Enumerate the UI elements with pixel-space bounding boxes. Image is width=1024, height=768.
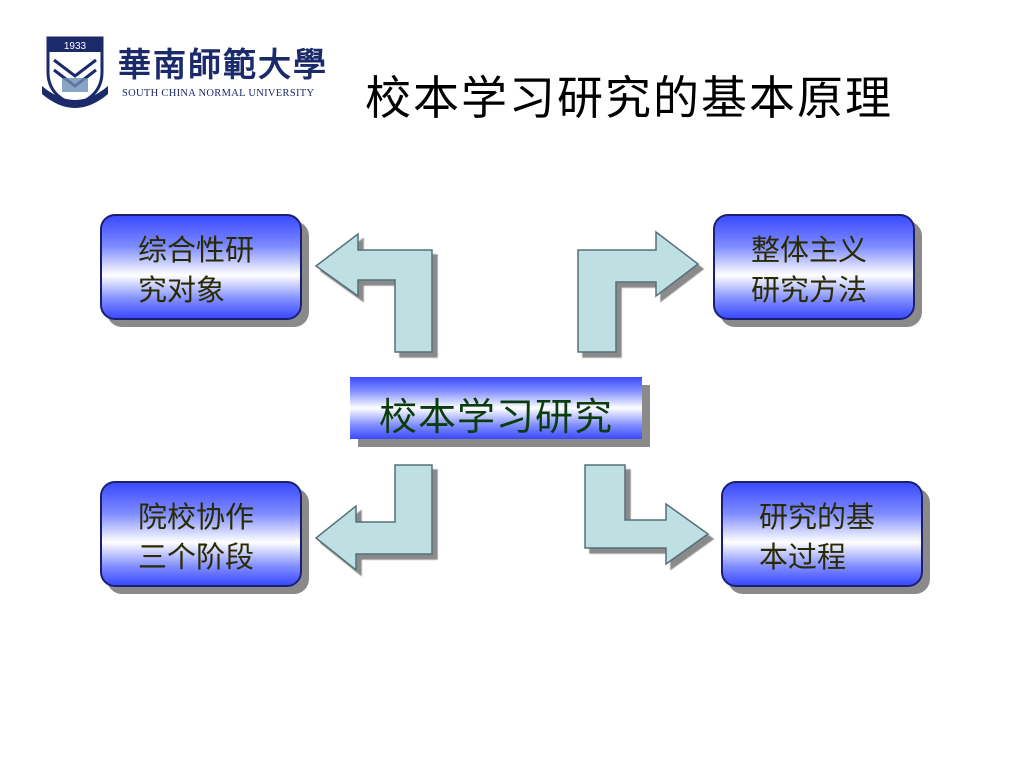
node-top-left-line2: 究对象: [138, 273, 226, 307]
arrow-to-bottom-right: [584, 464, 710, 566]
node-top-left-line1: 综合性研: [138, 233, 255, 267]
node-bottom-right-line2: 本过程: [759, 540, 847, 574]
node-top-right-line1: 整体主义: [751, 233, 868, 267]
node-bottom-left-line2: 三个阶段: [138, 540, 255, 574]
logo-name-cn: 華南師範大學: [118, 45, 328, 84]
node-top-left: 综合性研 究对象: [100, 214, 302, 320]
university-logo: 1933 華南師範大學 SOUTH CHINA NORMAL UNIVERSIT…: [40, 32, 328, 108]
node-bottom-right-line1: 研究的基: [759, 500, 876, 534]
node-bottom-left: 院校协作 三个阶段: [100, 481, 302, 587]
node-top-right-line2: 研究方法: [751, 273, 868, 307]
page-title: 校本学习研究的基本原理: [365, 71, 893, 125]
university-crest-icon: 1933: [42, 36, 108, 108]
node-top-right: 整体主义 研究方法: [713, 214, 915, 320]
arrow-to-top-right: [577, 230, 700, 353]
node-bottom-right: 研究的基 本过程: [721, 481, 923, 587]
arrow-to-bottom-left: [314, 464, 433, 572]
logo-name-en: SOUTH CHINA NORMAL UNIVERSITY: [122, 88, 315, 99]
node-bottom-left-line1: 院校协作: [138, 500, 255, 534]
crest-year: 1933: [64, 41, 87, 52]
arrow-to-top-left: [314, 232, 433, 353]
center-topic-box: 校本学习研究: [350, 377, 642, 439]
center-topic-label: 校本学习研究: [378, 395, 613, 439]
